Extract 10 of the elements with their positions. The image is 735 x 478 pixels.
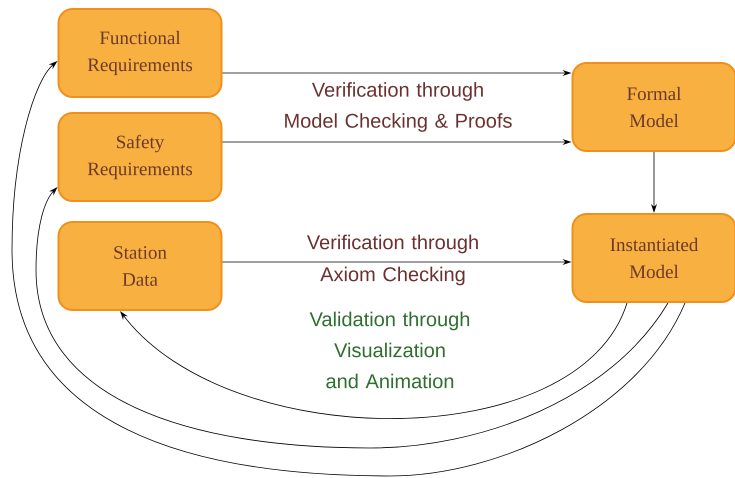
annotation: Validation through Visualization and Animation — [310, 312, 470, 388]
process-box: Instantiated Model — [572, 212, 735, 303]
process-box: Formal Model — [572, 62, 735, 152]
edge-label: Verification through Axiom Checking — [306, 234, 478, 286]
annotation: Verification through Model Checking & Proofs — [285, 82, 512, 132]
process-box: Station Data — [58, 221, 222, 311]
process-box: Functional Requirements — [58, 8, 222, 98]
process-box: Safety Requirements — [58, 112, 222, 202]
arrow — [120, 302, 628, 419]
arrow — [12, 61, 686, 476]
